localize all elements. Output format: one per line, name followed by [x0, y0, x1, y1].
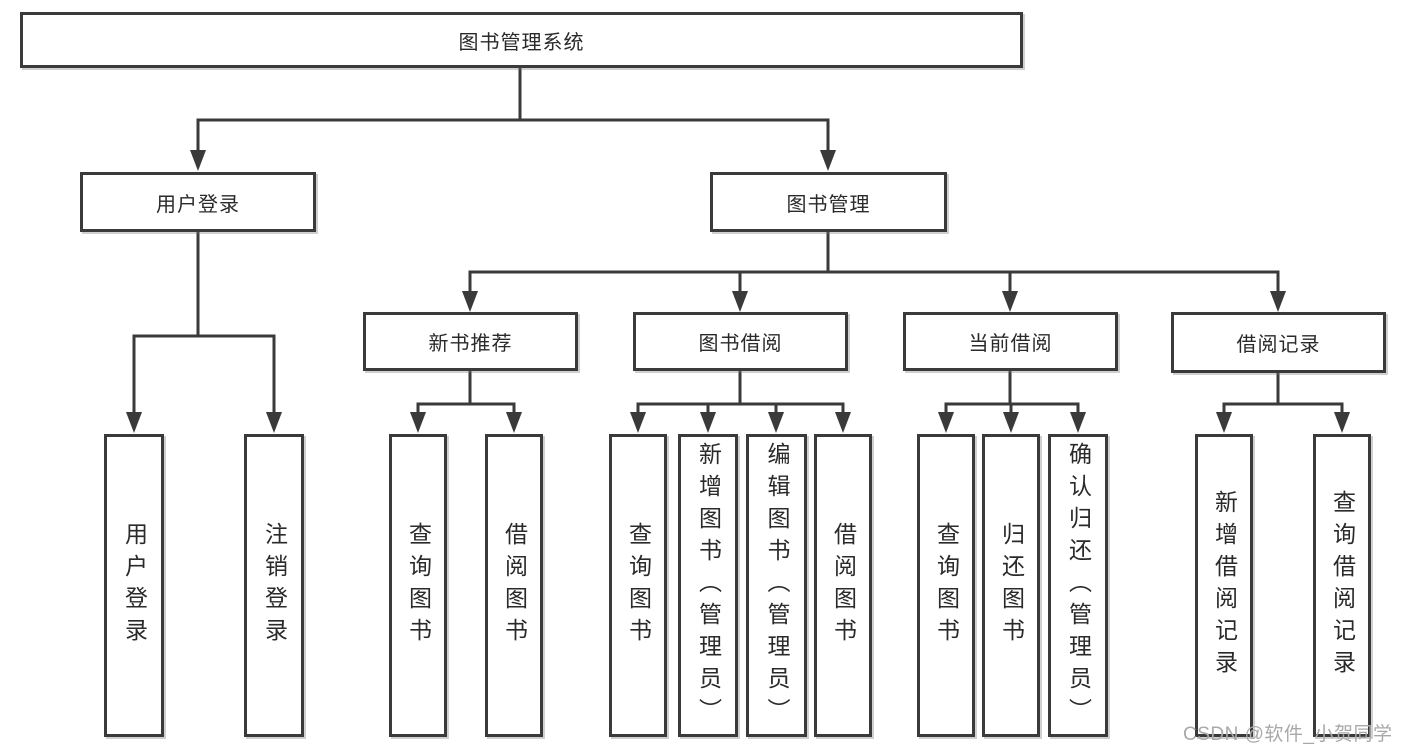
node-root-label: 图书管理系统: [458, 31, 585, 54]
node-root: 图书管理系统: [20, 12, 1023, 68]
leaf-return-books-label: 归还图书: [998, 521, 1025, 650]
node-book-management: 图书管理: [710, 172, 947, 232]
leaf-query-borrow-record: 查询借阅记录: [1313, 434, 1371, 737]
leaf-borrow-books-borrowing: 借阅图书: [814, 434, 872, 737]
node-new-book-recommendation: 新书推荐: [363, 312, 578, 371]
node-current-borrowing: 当前借阅: [903, 312, 1118, 371]
leaf-add-books-admin-label: 新增图书（管理员）: [695, 441, 722, 730]
leaf-borrow-books-borrowing-label: 借阅图书: [830, 521, 857, 650]
leaf-logout-label: 注销登录: [261, 521, 288, 650]
leaf-edit-books-admin-label: 编辑图书（管理员）: [764, 441, 790, 730]
leaf-confirm-return-admin-label: 确认归还（管理员）: [1065, 441, 1092, 730]
leaf-add-borrow-record-label: 新增借阅记录: [1211, 489, 1238, 682]
leaf-borrow-books-recommend: 借阅图书: [485, 434, 543, 737]
node-user-login: 用户登录: [80, 172, 316, 232]
leaf-add-books-admin: 新增图书（管理员）: [678, 434, 738, 737]
leaf-borrow-books-recommend-label: 借阅图书: [501, 521, 528, 650]
leaf-query-books-current-label: 查询图书: [933, 521, 960, 650]
leaf-edit-books-admin: 编辑图书（管理员）: [746, 434, 807, 737]
leaf-confirm-return-admin: 确认归还（管理员）: [1048, 434, 1108, 737]
node-book-borrowing: 图书借阅: [633, 312, 848, 371]
leaf-query-books-recommend: 查询图书: [389, 434, 447, 737]
watermark: CSDN @软件_小贺同学: [1183, 724, 1393, 745]
node-current-borrowing-label: 当前借阅: [968, 333, 1053, 355]
leaf-logout: 注销登录: [244, 434, 304, 737]
leaf-query-borrow-record-label: 查询借阅记录: [1329, 489, 1356, 682]
node-borrowing-records-label: 借阅记录: [1236, 334, 1321, 356]
node-user-login-label: 用户登录: [156, 193, 240, 216]
node-book-borrowing-label: 图书借阅: [698, 333, 783, 355]
leaf-user-login-label: 用户登录: [121, 521, 148, 650]
leaf-query-books-borrowing-label: 查询图书: [625, 521, 652, 650]
node-borrowing-records: 借阅记录: [1171, 312, 1386, 373]
leaf-query-books-recommend-label: 查询图书: [405, 521, 432, 650]
leaf-return-books: 归还图书: [982, 434, 1040, 737]
node-new-book-recommendation-label: 新书推荐: [428, 333, 513, 355]
leaf-user-login: 用户登录: [104, 434, 164, 737]
leaf-query-books-current: 查询图书: [917, 434, 975, 737]
leaf-query-books-borrowing: 查询图书: [609, 434, 667, 737]
leaf-add-borrow-record: 新增借阅记录: [1195, 434, 1253, 737]
node-book-management-label: 图书管理: [786, 193, 871, 216]
